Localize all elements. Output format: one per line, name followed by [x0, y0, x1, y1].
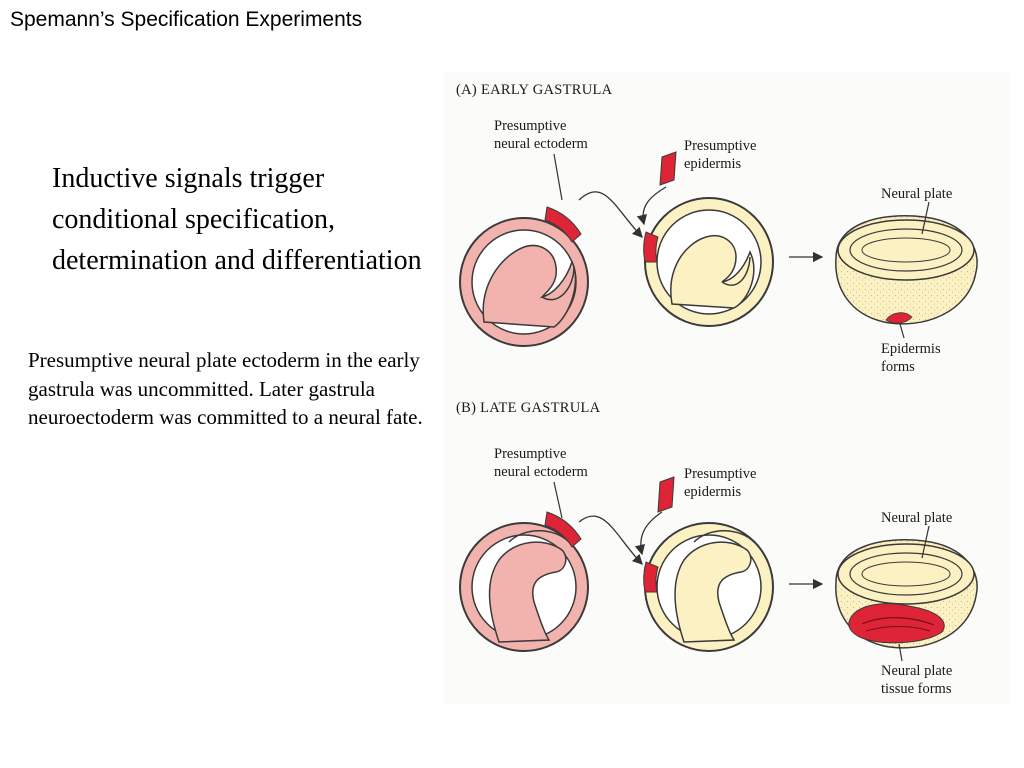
panel-b: (B) LATE GASTRULA Presumptive neural ect… — [456, 400, 978, 697]
panel-b-presumptive-neural-ectoderm-line1: Presumptive — [494, 446, 567, 462]
panel-a: (A) EARLY GASTRULA Presumptive neural ec… — [456, 82, 978, 375]
panel-b-host-embryo — [643, 522, 774, 652]
panel-b-result-line1: Neural plate — [881, 663, 952, 679]
panel-a-label: (A) EARLY GASTRULA — [456, 82, 613, 98]
spemann-figure: (A) EARLY GASTRULA Presumptive neural ec… — [444, 72, 1010, 704]
panel-b-presumptive-epidermis-line2: epidermis — [684, 484, 742, 500]
panel-a-result-line1: Epidermis — [881, 341, 941, 357]
panel-b-excise-arrow — [634, 511, 663, 556]
panel-b-neural-plate-leader — [921, 525, 930, 559]
slide-body-text: Presumptive neural plate ectoderm in the… — [28, 348, 423, 429]
panel-a-excise-arrow — [636, 186, 667, 226]
slide-title: Spemann’s Specification Experiments — [10, 8, 363, 31]
slide-heading: Inductive signals trigger conditional sp… — [52, 163, 422, 276]
panel-b-excised-piece — [657, 476, 675, 513]
panel-a-result-leader — [899, 323, 905, 339]
panel-a-neural-plate-leader — [921, 201, 930, 235]
panel-b-presumptive-neural-ectoderm-line2: neural ectoderm — [494, 464, 589, 480]
panel-b-neural-plate-embryo — [835, 539, 978, 649]
panel-a-neural-plate-label: Neural plate — [881, 186, 952, 202]
panel-a-presumptive-epidermis-line1: Presumptive — [684, 138, 757, 154]
panel-b-result-leader — [898, 643, 903, 662]
panel-b-neural-ectoderm-leader — [553, 481, 563, 519]
panel-a-neural-plate-embryo — [835, 215, 978, 325]
panel-a-excised-piece — [659, 151, 677, 186]
panel-a-result-line2: forms — [881, 359, 915, 375]
panel-b-neural-plate-label: Neural plate — [881, 510, 952, 526]
panel-a-neural-ectoderm-leader — [553, 153, 563, 201]
panel-a-host-embryo — [643, 197, 774, 327]
panel-a-presumptive-neural-ectoderm-line2: neural ectoderm — [494, 136, 589, 152]
panel-b-transplant-arrow — [578, 515, 643, 565]
panel-a-presumptive-neural-ectoderm-line1: Presumptive — [494, 118, 567, 134]
figure-diagram: (A) EARLY GASTRULA Presumptive neural ec… — [444, 72, 1010, 704]
panel-b-label: (B) LATE GASTRULA — [456, 400, 601, 416]
panel-b-result-line2: tissue forms — [881, 681, 952, 697]
panel-a-donor-embryo — [459, 206, 589, 347]
panel-b-donor-embryo — [459, 511, 589, 652]
panel-b-presumptive-epidermis-line1: Presumptive — [684, 466, 757, 482]
panel-a-transplant-arrow — [578, 191, 643, 238]
panel-a-presumptive-epidermis-line2: epidermis — [684, 156, 742, 172]
